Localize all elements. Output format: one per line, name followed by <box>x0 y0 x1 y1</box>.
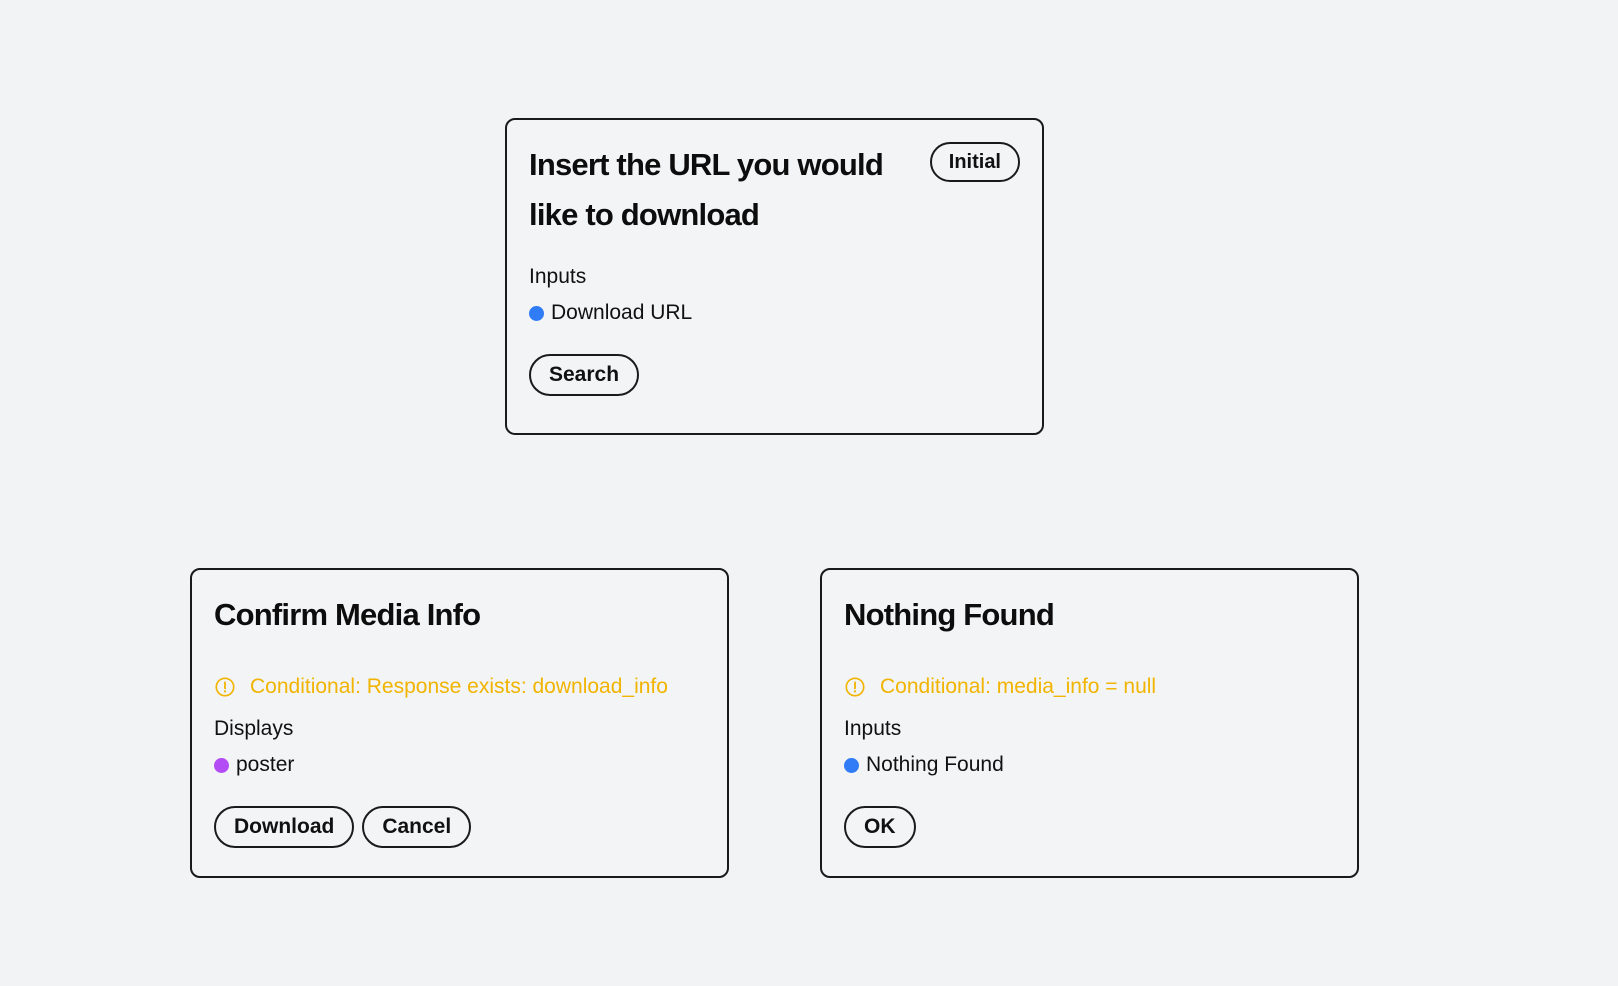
exclamation-circle-icon <box>845 677 865 697</box>
card-title: Insert the URL you would like to downloa… <box>529 147 884 232</box>
initial-badge: Initial <box>929 142 1020 182</box>
list-item: Download URL <box>529 300 1020 326</box>
list-item: Nothing Found <box>844 752 1335 778</box>
download-button[interactable]: Download <box>214 806 355 848</box>
conditional-row: Conditional: Response exists: download_i… <box>214 674 705 700</box>
card-confirm-media-info: Confirm Media Info Conditional: Response… <box>190 568 729 878</box>
input-dot-icon <box>529 305 544 321</box>
card-nothing-found: Nothing Found Conditional: media_info = … <box>820 568 1359 878</box>
button-group: Download Cancel <box>214 806 705 848</box>
card-title: Nothing Found <box>844 597 1055 632</box>
conditional-text: Conditional: media_info = null <box>880 675 1157 698</box>
section-label-displays: Displays <box>214 717 294 740</box>
conditional-text: Conditional: Response exists: download_i… <box>250 675 668 698</box>
conditional-row: Conditional: media_info = null <box>844 674 1335 700</box>
ok-button[interactable]: OK <box>844 806 916 848</box>
button-group: Search <box>529 354 1020 396</box>
section-label-inputs: Inputs <box>844 717 902 740</box>
search-button[interactable]: Search <box>529 354 640 396</box>
input-dot-icon <box>844 757 859 773</box>
cancel-button[interactable]: Cancel <box>362 806 472 848</box>
item-label: Nothing Found <box>866 753 1004 776</box>
exclamation-circle-icon <box>215 677 235 697</box>
item-label: Download URL <box>551 301 693 324</box>
card-title: Confirm Media Info <box>214 597 481 632</box>
card-initial-state: Insert the URL you would like to downloa… <box>505 118 1044 435</box>
list-item: poster <box>214 752 705 778</box>
display-dot-icon <box>214 757 229 773</box>
item-label: poster <box>236 753 295 776</box>
button-group: OK <box>844 806 1335 848</box>
section-label-inputs: Inputs <box>529 265 587 288</box>
